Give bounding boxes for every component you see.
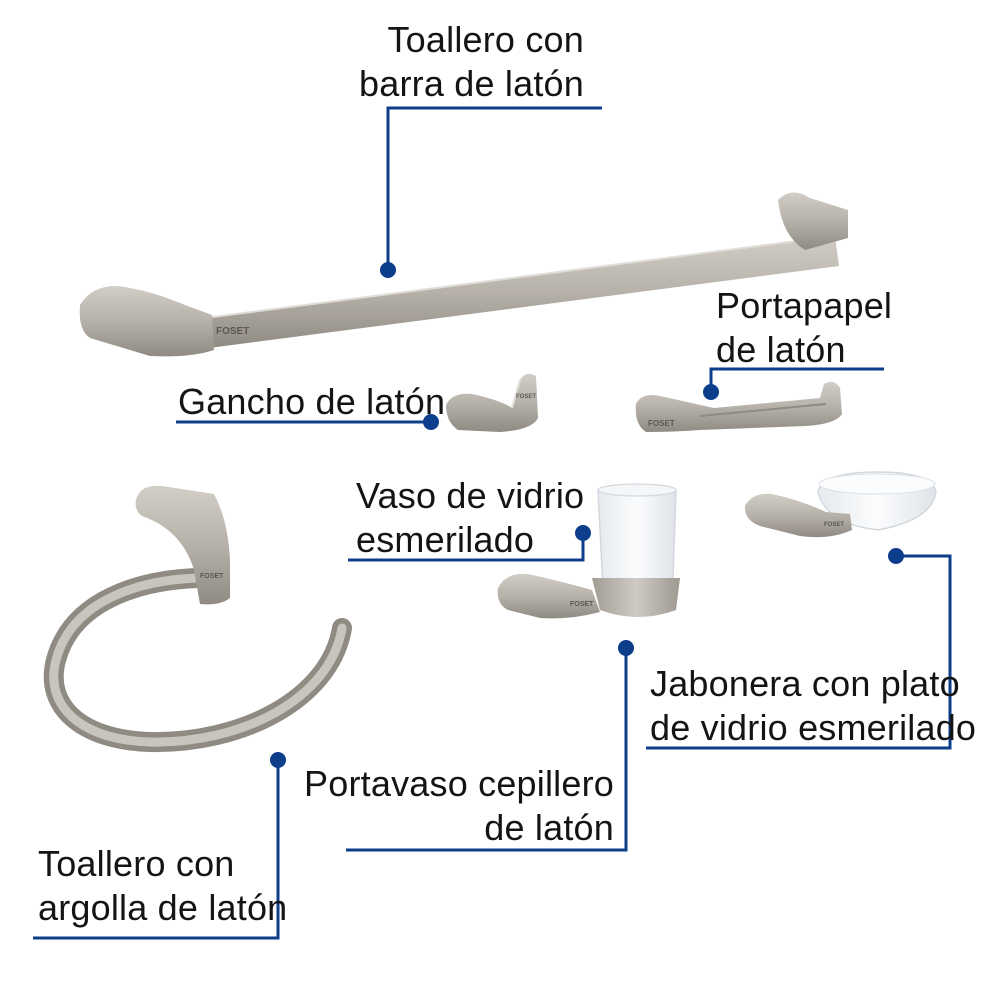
towel-ring-product: FOSET (43, 485, 352, 753)
tumbler-holder-dot (618, 640, 634, 656)
soap-dish-product: FOSET (744, 471, 937, 538)
hook-label-line1: Gancho de latón (178, 381, 446, 422)
tumbler-holder-label: Portavaso cepillero de latón (304, 762, 614, 850)
soap-dish-arm (744, 493, 852, 538)
towel-bar-leader (386, 106, 602, 270)
towel-ring-dot (270, 752, 286, 768)
hook-product: FOSET (446, 373, 538, 432)
towel-bar-brand-mark: FOSET (216, 326, 249, 337)
hook-dot (423, 414, 439, 430)
towel-bar-left-bracket (79, 285, 214, 357)
towel-bar-product: FOSET (79, 192, 848, 357)
tumbler-holder-arm (497, 573, 600, 619)
soap-dish-leader (646, 554, 952, 750)
glass-dot (575, 525, 591, 541)
towel-ring-leader (33, 760, 280, 940)
hook-brand-mark: FOSET (516, 394, 536, 400)
towel-bar-label-line2: barra de latón (359, 63, 584, 104)
soap-dish-label: Jabonera con plato de vidrio esmerilado (650, 662, 976, 750)
towel-ring-label-line2: argolla de latón (38, 887, 288, 928)
towel-bar-label: Toallero con barra de latón (359, 18, 584, 106)
paper-holder-label-line1: Portapapel (716, 285, 893, 326)
paper-holder-label-line2: de latón (716, 329, 846, 370)
glass-label-line1: Vaso de vidrio (356, 475, 585, 516)
towel-bar-dot (380, 262, 396, 278)
glass-leader (348, 533, 585, 562)
soap-dish-label-line2: de vidrio esmerilado (650, 707, 977, 748)
glass-label: Vaso de vidrio esmerilado (356, 474, 584, 562)
paper-holder-product: FOSET (635, 381, 842, 432)
tumbler-holder-label-line2: de latón (484, 807, 614, 848)
hook-body (446, 373, 538, 432)
soap-dish-dot (888, 548, 904, 564)
towel-ring-label-line1: Toallero con (38, 843, 235, 884)
paper-holder-leader (709, 367, 884, 392)
paper-holder-brand-mark: FOSET (648, 419, 675, 428)
towel-ring-brand-mark: FOSET (200, 573, 224, 580)
towel-ring-bracket (135, 485, 230, 605)
towel-bar-rod (205, 236, 839, 348)
paper-holder-label: Portapapel de latón (716, 284, 892, 372)
tumbler-holder-ring (592, 578, 680, 617)
callout-dots (270, 262, 904, 768)
towel-ring-label: Toallero con argolla de latón (38, 842, 287, 930)
paper-holder-body (635, 381, 842, 432)
towel-bar-right-bracket (778, 192, 848, 250)
hook-label: Gancho de latón (178, 380, 445, 424)
soap-dish-brand-mark: FOSET (824, 522, 844, 528)
tumbler-holder-product: FOSET (497, 483, 680, 619)
tumbler-holder-leader (346, 648, 628, 852)
paper-holder-dot (703, 384, 719, 400)
soap-dish-label-line1: Jabonera con plato (650, 663, 960, 704)
towel-bar-label-line1: Toallero con (387, 19, 584, 60)
tumbler-holder-brand-mark: FOSET (570, 601, 594, 608)
tumbler-holder-label-line1: Portavaso cepillero (304, 763, 614, 804)
glass-label-line2: esmerilado (356, 519, 535, 560)
